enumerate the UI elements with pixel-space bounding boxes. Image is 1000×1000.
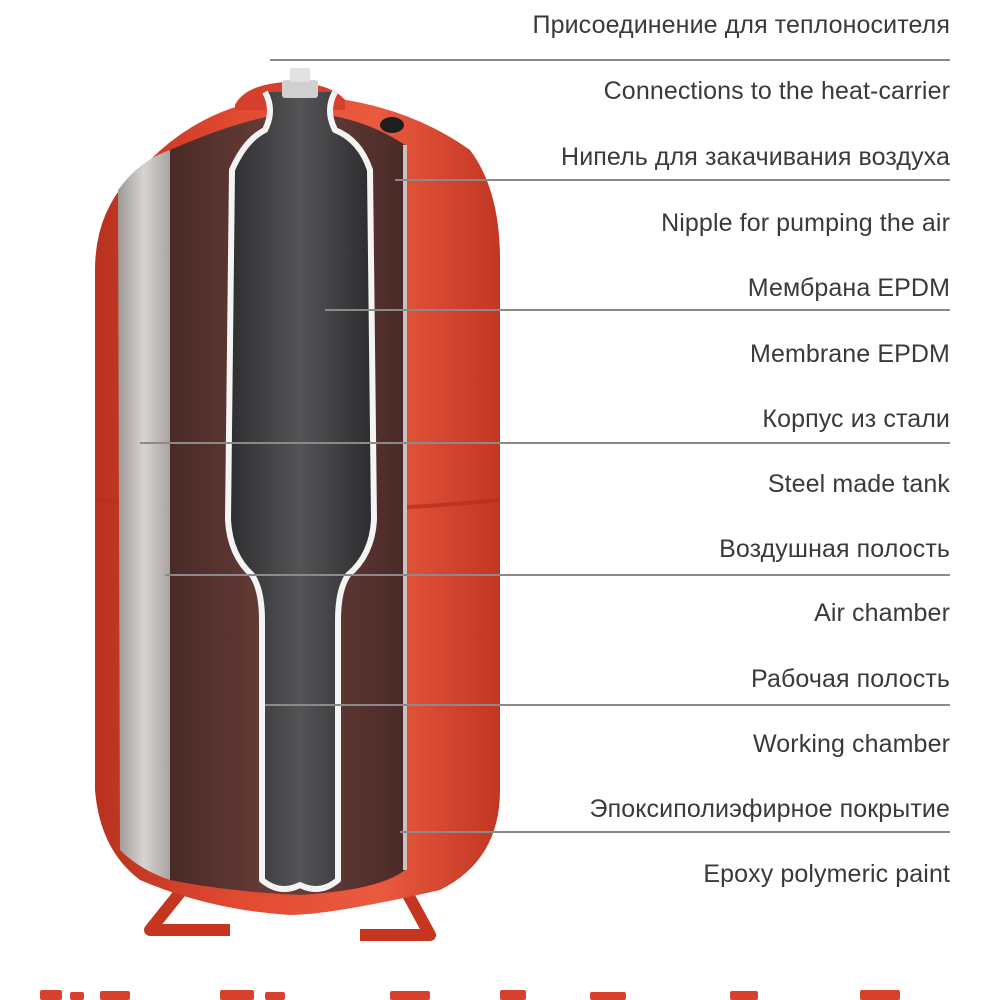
- label-connection-en: Connections to the heat-carrier: [603, 77, 950, 105]
- label-working-ru: Рабочая полость: [751, 665, 950, 693]
- label-body-en: Steel made tank: [767, 470, 950, 498]
- label-body-ru: Корпус из стали: [762, 405, 950, 433]
- label-membrane-ru: Мембрана EPDM: [747, 274, 950, 302]
- label-nipple-ru: Нипель для закачивания воздуха: [561, 143, 950, 171]
- label-air-en: Air chamber: [814, 599, 950, 627]
- leader-lines: [140, 59, 950, 833]
- label-nipple-en: Nipple for pumping the air: [661, 209, 950, 237]
- tank-legs: [144, 876, 436, 941]
- membrane-outline: [225, 90, 377, 892]
- label-air-ru: Воздушная полость: [719, 535, 950, 563]
- label-membrane-en: Membrane EPDM: [750, 340, 950, 368]
- label-coating-en: Epoxy polymeric paint: [703, 860, 950, 888]
- steel-wall-cut: [118, 150, 170, 880]
- cropped-red-text-strip: [30, 986, 970, 1000]
- air-nipple: [380, 117, 404, 133]
- label-coating-ru: Эпоксиполиэфирное покрытие: [589, 795, 950, 823]
- connection-fitting: [282, 68, 318, 98]
- label-working-en: Working chamber: [753, 730, 950, 758]
- label-connection-ru: Присоединение для теплоносителя: [532, 11, 950, 39]
